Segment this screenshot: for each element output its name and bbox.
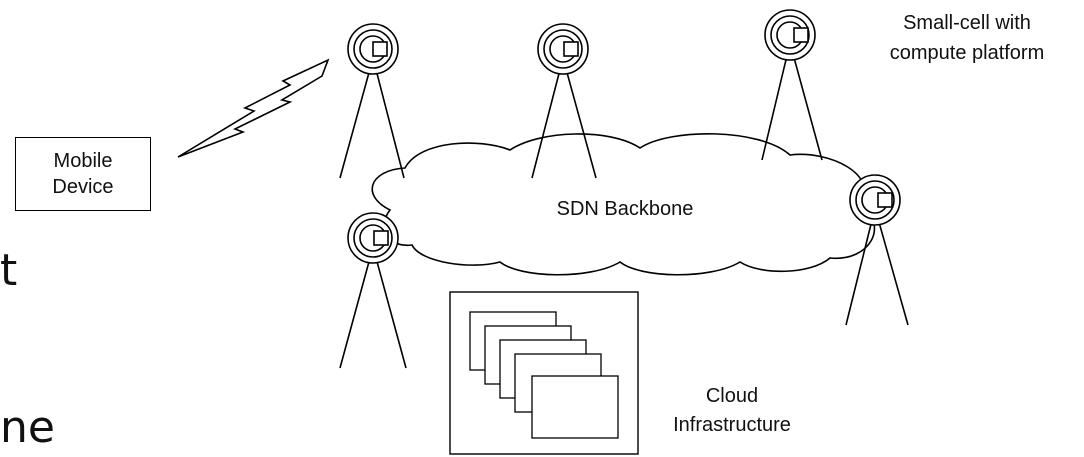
cloud-infrastructure-label-line2: Infrastructure — [673, 414, 791, 436]
sdn-backbone-cloud — [371, 132, 876, 276]
background-text-fragment-2: ne — [0, 402, 55, 453]
compute-platform-icon — [372, 41, 388, 57]
antenna-icon — [849, 174, 901, 226]
mobile-device-box: Mobile Device — [15, 137, 151, 211]
mobile-device-label-line1: Mobile — [53, 150, 113, 172]
background-text-fragment-1: t — [0, 245, 18, 296]
compute-platform-icon — [877, 192, 893, 208]
cell-tower-1 — [339, 23, 405, 179]
wireless-link-icon — [177, 58, 330, 158]
cell-tower-4 — [339, 212, 407, 369]
mobile-device-label-line2: Device — [52, 176, 114, 198]
cell-tower-5 — [845, 174, 909, 326]
sdn-backbone-label: SDN Backbone — [556, 198, 694, 220]
antenna-icon — [347, 212, 399, 264]
compute-platform-icon — [373, 230, 389, 246]
small-cell-label-line2: compute platform — [889, 42, 1045, 64]
compute-platform-icon — [563, 41, 579, 57]
compute-platform-icon — [793, 27, 809, 43]
cell-tower-2 — [531, 23, 597, 179]
small-cell-label-line1: Small-cell with — [903, 12, 1031, 34]
cloud-infrastructure-label-line1: Cloud — [705, 385, 759, 407]
server-stack — [469, 311, 619, 439]
server-5 — [531, 375, 619, 439]
cell-tower-3 — [761, 9, 823, 161]
antenna-icon — [764, 9, 816, 61]
antenna-icon — [537, 23, 589, 75]
